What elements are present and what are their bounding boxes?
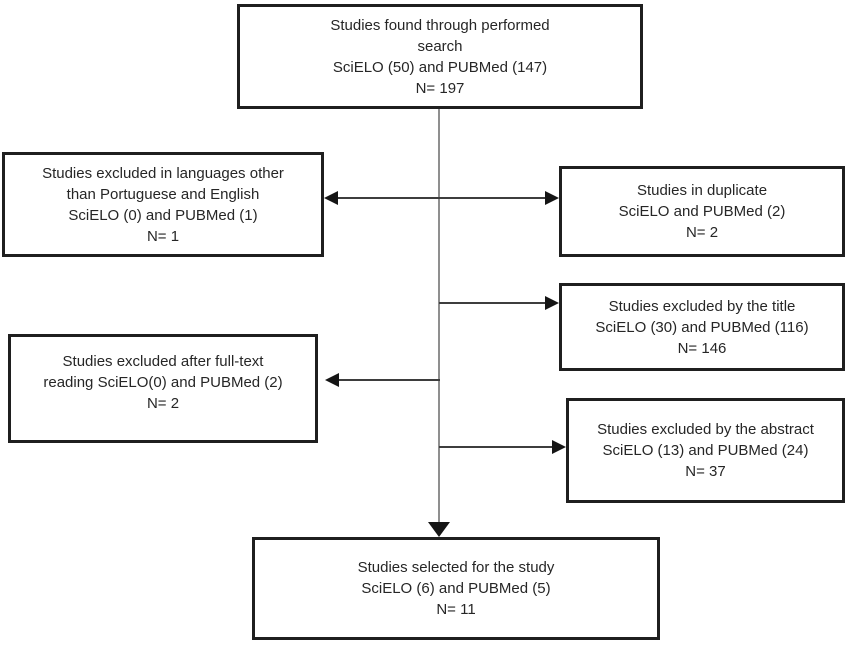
flow-line-language-duplicate [336, 197, 547, 199]
box-text-line: Studies in duplicate [636, 182, 768, 199]
arrow-right-icon [545, 191, 559, 205]
box-text-line: Studies excluded by the title [608, 297, 796, 315]
box-studies-selected: Studies selected for the study SciELO (6… [252, 537, 660, 640]
box-studies-found: Studies found through performed search S… [237, 4, 643, 109]
box-text-line: Studies found through performed [330, 16, 550, 34]
box-text-line: Studies excluded in languages other [42, 164, 284, 182]
box-excluded-language: Studies excluded in languages other than… [2, 152, 324, 257]
arrow-left-icon [324, 191, 338, 205]
box-excluded-fulltext: Studies excluded after full-text reading… [8, 334, 318, 443]
box-text-line: N= 1 [146, 227, 180, 245]
box-text-line: SciELO (50) and PUBMed (147) [332, 58, 548, 76]
box-text-line: N= 146 [677, 339, 727, 357]
flow-spine-line [438, 109, 440, 524]
box-text-line: reading SciELO(0) and PUBMed (2) [43, 374, 283, 391]
box-text-line: SciELO (13) and PUBMed (24) [602, 442, 809, 459]
flow-line-title [439, 302, 547, 304]
flow-line-fulltext [338, 379, 440, 381]
box-text-line: N= 11 [436, 601, 476, 618]
box-studies-duplicate: Studies in duplicate SciELO and PUBMed (… [559, 166, 845, 257]
box-text-line: Studies excluded after full-text [62, 353, 264, 370]
arrow-right-icon [552, 440, 566, 454]
box-excluded-by-title: Studies excluded by the title SciELO (30… [559, 283, 845, 371]
box-text-line: SciELO (30) and PUBMed (116) [595, 318, 809, 336]
box-text-line: SciELO and PUBMed (2) [618, 203, 786, 220]
box-text-line: Studies selected for the study [357, 559, 555, 576]
box-text-line: N= 2 [146, 395, 180, 412]
box-text-line: SciELO (6) and PUBMed (5) [361, 580, 551, 597]
arrow-down-icon [428, 522, 450, 537]
arrow-left-icon [325, 373, 339, 387]
box-text-line: Studies excluded by the abstract [597, 421, 814, 438]
box-excluded-by-abstract: Studies excluded by the abstract SciELO … [566, 398, 845, 503]
box-text-line: SciELO (0) and PUBMed (1) [68, 206, 258, 224]
arrow-right-icon [545, 296, 559, 310]
box-text-line: than Portuguese and English [66, 185, 260, 203]
box-text-line: N= 197 [415, 79, 465, 97]
flow-line-abstract [439, 446, 553, 448]
box-text-line: search [417, 37, 463, 55]
box-text-line: N= 2 [685, 224, 719, 241]
box-text-line: N= 37 [685, 463, 726, 480]
